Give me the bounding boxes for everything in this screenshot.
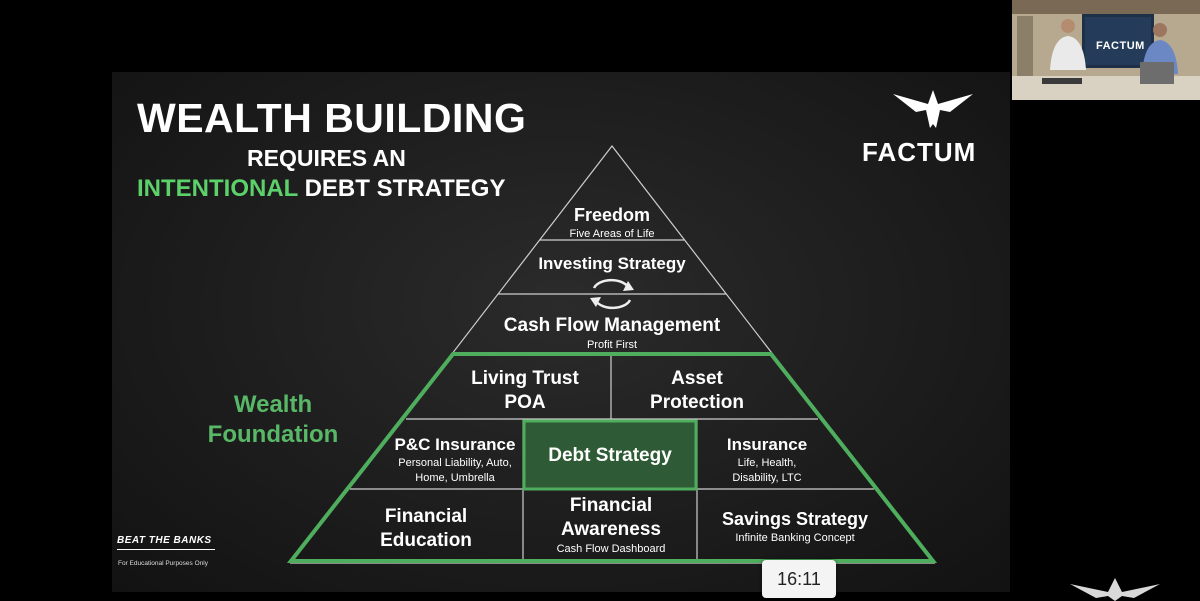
financial-education-line2: Education [380, 530, 472, 551]
beat-the-banks-logo: BEAT THE BANKS [117, 535, 212, 546]
cashflow-label: Cash Flow Management [503, 315, 721, 336]
pyramid-insurance: Insurance Life, Health, Disability, LTC [697, 434, 837, 486]
freedom-label: Freedom [573, 205, 651, 225]
cycle-arrows-icon [592, 278, 632, 310]
slide-title: WEALTH BUILDING [137, 95, 527, 141]
logo-underline [117, 549, 215, 550]
insurance-sub2: Disability, LTC [732, 472, 802, 484]
foundation-label: Foundation [207, 421, 339, 448]
pyramid-pc-insurance: P&C Insurance Personal Liability, Auto, … [380, 434, 530, 486]
pyramid-investing: Investing Strategy [500, 252, 724, 276]
pc-insurance-label: P&C Insurance [394, 435, 516, 454]
watermark-logo-icon [1070, 578, 1160, 601]
protection-label: Protection [650, 392, 744, 413]
video-timer: 16:11 [762, 560, 836, 598]
disclaimer-text: For Educational Purposes Only [118, 560, 208, 567]
savings-strategy-label: Savings Strategy [721, 509, 869, 529]
pc-insurance-sub2: Home, Umbrella [415, 472, 495, 484]
insurance-sub1: Life, Health, [737, 457, 797, 469]
slide-subtitle-2: INTENTIONAL DEBT STRATEGY [137, 175, 505, 203]
webcam-scene [1012, 0, 1200, 100]
pc-insurance-sub1: Personal Liability, Auto, [398, 457, 512, 469]
factum-logo-icon [893, 90, 973, 128]
pyramid-asset-protection: Asset Protection [612, 367, 782, 415]
pyramid-savings-strategy: Savings Strategy Infinite Banking Concep… [700, 507, 890, 546]
insurance-label: Insurance [726, 435, 808, 454]
webcam-logo-text: FACTUM [1096, 40, 1145, 52]
slide-subtitle: REQUIRES AN [247, 145, 406, 171]
financial-awareness-line1: Financial [569, 495, 653, 516]
financial-education-line1: Financial [384, 506, 468, 527]
subtitle-rest: DEBT STRATEGY [304, 175, 506, 202]
wealth-label: Wealth [233, 391, 313, 418]
financial-awareness-line2: Awareness [561, 519, 661, 540]
savings-strategy-sub: Infinite Banking Concept [735, 532, 855, 544]
factum-logo-text: FACTUM [862, 137, 977, 167]
asset-label: Asset [671, 368, 723, 389]
pyramid-cashflow: Cash Flow Management Profit First [470, 314, 754, 353]
pyramid-debt-strategy: Debt Strategy [524, 444, 696, 468]
presentation-slide [112, 72, 1010, 592]
foundation-outline [286, 352, 938, 563]
freedom-sublabel: Five Areas of Life [569, 228, 655, 240]
webcam-thumbnail[interactable]: FACTUM [1012, 0, 1200, 100]
financial-awareness-sub: Cash Flow Dashboard [556, 543, 666, 555]
highlight-word: INTENTIONAL [137, 175, 298, 202]
wealth-foundation-label: Wealth Foundation [180, 390, 366, 450]
poa-label: POA [504, 392, 546, 413]
living-trust-label: Living Trust [471, 368, 579, 389]
debt-strategy-box [522, 419, 698, 491]
pyramid-freedom: Freedom Five Areas of Life [540, 203, 684, 242]
pyramid-financial-education: Financial Education [356, 505, 496, 553]
debt-strategy-label: Debt Strategy [548, 445, 672, 466]
investing-label: Investing Strategy [538, 254, 686, 273]
pyramid-financial-awareness: Financial Awareness Cash Flow Dashboard [524, 494, 698, 557]
cashflow-sublabel: Profit First [586, 339, 638, 351]
pyramid-living-trust: Living Trust POA [440, 367, 610, 415]
